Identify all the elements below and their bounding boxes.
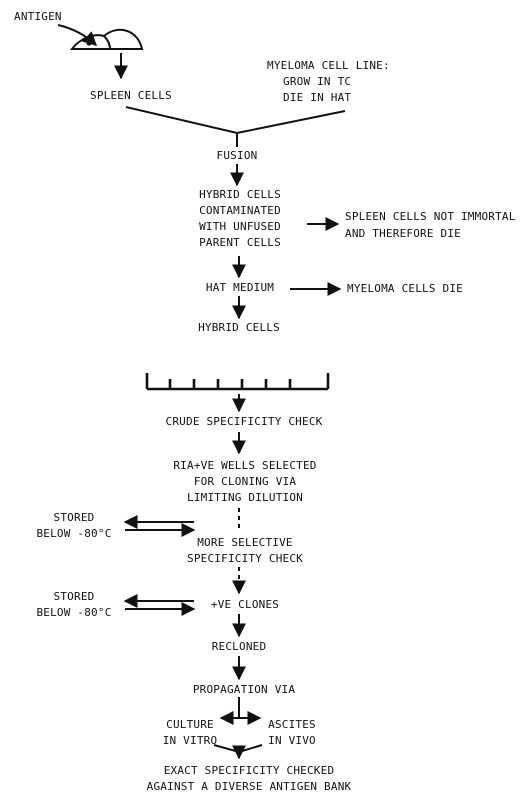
antigen-arrow bbox=[57, 24, 98, 46]
stored-a-line1: STORED bbox=[53, 511, 95, 524]
hybrid-cells-line1: HYBRID CELLS bbox=[199, 188, 281, 201]
exact-check-line1: EXACT SPECIFICITY CHECKED bbox=[163, 764, 335, 777]
spleen-cells-label: SPLEEN CELLS bbox=[90, 89, 172, 102]
hat-medium-label: HAT MEDIUM bbox=[205, 281, 275, 294]
hybrid-cells-line2: CONTAMINATED bbox=[199, 204, 281, 217]
ascites-line1: ASCITES bbox=[268, 718, 316, 731]
crude-check-label: CRUDE SPECIFICITY CHECK bbox=[165, 415, 323, 428]
fusion-label: FUSION bbox=[216, 149, 258, 162]
recloned-label: RECLONED bbox=[211, 640, 267, 653]
mouse-icon bbox=[70, 28, 144, 50]
hybrid-cells-label: HYBRID CELLS bbox=[198, 321, 280, 334]
hybrid-cells-line3: WITH UNFUSED bbox=[199, 220, 281, 233]
ria-line1: RIA+VE WELLS SELECTED bbox=[173, 459, 317, 472]
ria-line2: FOR CLONING VIA bbox=[193, 475, 297, 488]
stored-b-line1: STORED bbox=[53, 590, 95, 603]
myeloma-grow-label: GROW IN TC bbox=[283, 75, 352, 88]
stored-b-line2: BELOW -80°C bbox=[36, 606, 112, 619]
ve-clones-label: +VE CLONES bbox=[210, 598, 280, 611]
well-plate-icon bbox=[145, 373, 330, 391]
propagation-label: PROPAGATION VIA bbox=[192, 683, 296, 696]
myeloma-die-label: DIE IN HAT bbox=[283, 91, 352, 104]
hybrid-cells-line4: PARENT CELLS bbox=[199, 236, 281, 249]
selective-line1: MORE SELECTIVE bbox=[197, 536, 293, 549]
selective-line2: SPECIFICITY CHECK bbox=[187, 552, 303, 565]
myeloma-die-result: MYELOMA CELLS DIE bbox=[347, 282, 463, 295]
culture-line1: CULTURE bbox=[166, 718, 214, 731]
spleen-die-line1: SPLEEN CELLS NOT IMMORTAL bbox=[345, 210, 516, 223]
exact-check-line2: AGAINST A DIVERSE ANTIGEN BANK bbox=[146, 780, 352, 793]
culture-line2: IN VITRO bbox=[162, 734, 218, 747]
antigen-label: ANTIGEN bbox=[14, 10, 62, 23]
converge-to-exact-lines bbox=[213, 744, 263, 754]
spleen-die-line2: AND THEREFORE DIE bbox=[345, 227, 461, 240]
fusion-merge-lines bbox=[125, 106, 346, 135]
stored-a-line2: BELOW -80°C bbox=[36, 527, 112, 540]
ascites-line2: IN VIVO bbox=[268, 734, 316, 747]
myeloma-line-label: MYELOMA CELL LINE: bbox=[267, 59, 390, 72]
ria-line3: LIMITING DILUTION bbox=[187, 491, 303, 504]
